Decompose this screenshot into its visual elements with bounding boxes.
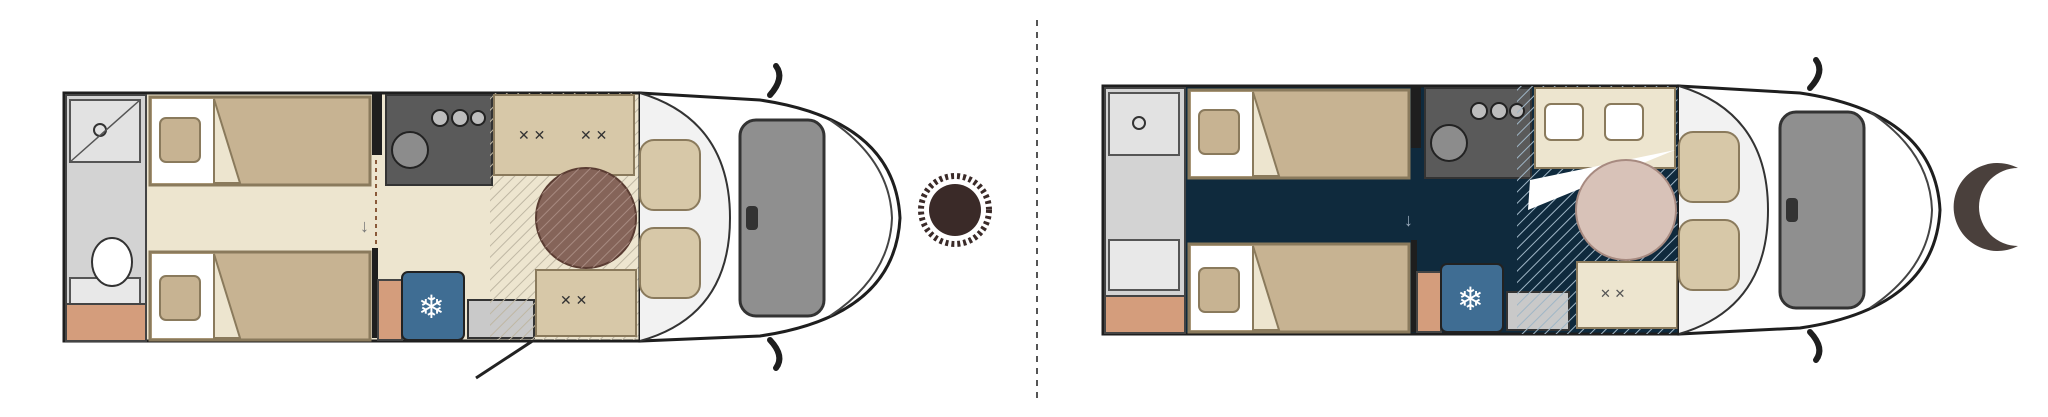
cabinet bbox=[1416, 271, 1442, 333]
cabinet bbox=[377, 279, 403, 341]
pillow-icon bbox=[159, 117, 201, 163]
bench-seat bbox=[1576, 261, 1678, 329]
hob-burner bbox=[470, 110, 486, 126]
snowflake-icon: ❄ bbox=[418, 289, 445, 325]
pillow-icon bbox=[159, 275, 201, 321]
night-layout: ↓ ❄ ✕ ✕ bbox=[1101, 57, 2018, 363]
steering-wheel bbox=[1786, 198, 1798, 222]
hob-burner bbox=[451, 109, 469, 127]
sink-cabinet bbox=[1108, 92, 1180, 156]
fridge bbox=[401, 271, 465, 341]
hob-burner bbox=[431, 109, 449, 127]
bathroom-cabinet bbox=[65, 303, 147, 342]
arrow-down-icon: ↓ bbox=[360, 216, 369, 236]
bench-seat bbox=[535, 269, 637, 337]
entrance-door bbox=[475, 338, 535, 380]
bathroom-cabinet bbox=[1104, 295, 1186, 334]
pillow-icon bbox=[1604, 103, 1644, 141]
arrow-down-icon: ↓ bbox=[1404, 210, 1413, 230]
moon-icon bbox=[1953, 163, 2018, 251]
sun-icon bbox=[918, 173, 992, 247]
mirror bbox=[767, 337, 783, 371]
pillow-icon bbox=[1544, 103, 1584, 141]
cab-seat bbox=[1678, 219, 1740, 291]
cab-seat bbox=[639, 227, 701, 299]
windscreen bbox=[1778, 110, 1866, 310]
pillow-icon bbox=[1198, 109, 1240, 155]
snowflake-icon: ❄ bbox=[1457, 281, 1484, 317]
mirror bbox=[1807, 329, 1823, 363]
shower bbox=[1108, 239, 1180, 291]
mirror bbox=[1807, 57, 1823, 91]
windscreen bbox=[738, 118, 826, 318]
dining-table bbox=[1575, 159, 1677, 261]
fridge bbox=[1440, 263, 1504, 333]
day-layout: ↓ ❄ ✕ ✕ ✕ ✕ ✕ ✕ bbox=[62, 63, 992, 380]
bench-seat bbox=[493, 94, 635, 176]
svg-text:✕ ✕: ✕ ✕ bbox=[518, 127, 545, 143]
sink-icon bbox=[391, 131, 429, 169]
cab-seat bbox=[1678, 131, 1740, 203]
pillow-icon bbox=[1198, 267, 1240, 313]
mirror bbox=[767, 63, 783, 98]
svg-text:✕ ✕: ✕ ✕ bbox=[560, 292, 587, 308]
svg-text:✕ ✕: ✕ ✕ bbox=[1600, 286, 1625, 301]
cab-seat bbox=[639, 139, 701, 211]
svg-text:✕ ✕: ✕ ✕ bbox=[580, 127, 607, 143]
steering-wheel bbox=[746, 206, 758, 230]
